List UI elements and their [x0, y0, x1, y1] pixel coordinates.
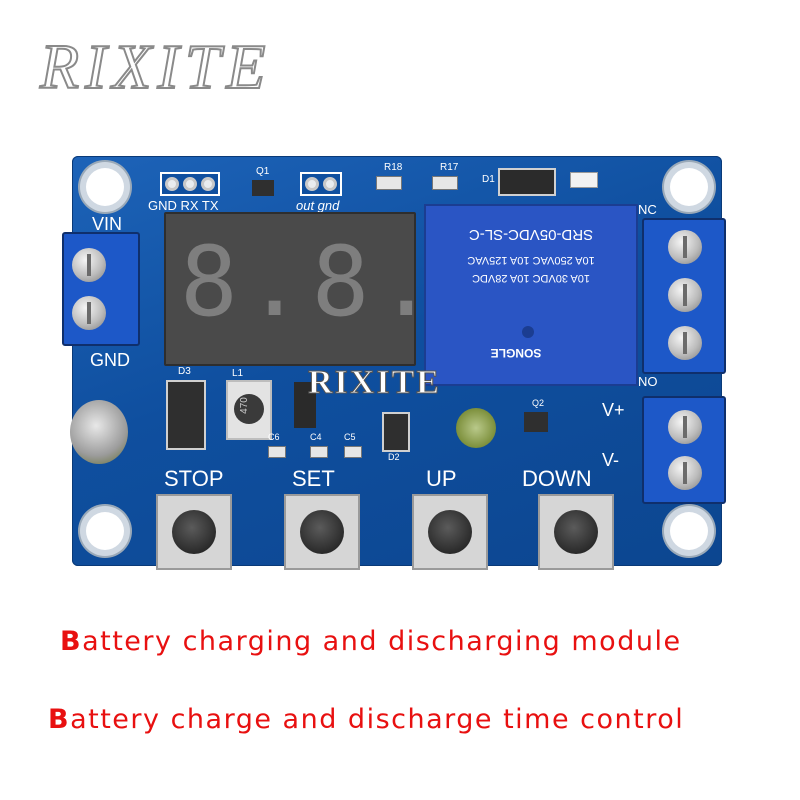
r18-label: R18	[384, 162, 403, 173]
terminal-screw	[668, 278, 702, 312]
mounting-hole	[86, 168, 124, 206]
inductor-value: 470	[238, 397, 250, 414]
uart-header	[160, 172, 220, 196]
buzzer	[456, 408, 496, 448]
caption-line-1-initial: B	[60, 626, 83, 657]
caption-line-2-initial: B	[48, 704, 71, 735]
capacitor-c4	[310, 446, 328, 458]
transistor-q1	[252, 180, 274, 196]
relay-module-board: GND RX TX Q1 out gnd R18 R17 D1 VIN GND …	[62, 156, 726, 570]
vplus-label: V+	[602, 400, 625, 420]
q2-label: Q2	[532, 398, 545, 408]
transistor-q2	[524, 412, 548, 432]
button-label-set: SET	[292, 466, 335, 491]
capacitor-c6	[268, 446, 286, 458]
relay-model: SRD-05VDC-SL-C	[468, 226, 594, 243]
inductor-l1: 470	[226, 380, 272, 440]
relay: SRD-05VDC-SL-C 10A 250VAC 10A 125VAC 10A…	[424, 204, 638, 386]
terminal-screw	[668, 410, 702, 444]
relay-mark	[522, 326, 534, 338]
output-header	[300, 172, 342, 196]
uart-header-label: GND RX TX	[148, 198, 219, 213]
c5-label: C5	[344, 432, 356, 442]
stop-button[interactable]	[156, 494, 232, 570]
diode-d2	[382, 412, 410, 452]
relay-terminal-block	[642, 218, 726, 374]
caption-line-1: Battery charging and discharging module	[60, 626, 682, 657]
mounting-hole	[670, 512, 708, 550]
inductor-core	[234, 394, 264, 424]
ic-chip	[294, 382, 316, 428]
d1-label: D1	[482, 174, 495, 185]
mounting-hole	[86, 512, 124, 550]
diode-d3	[166, 380, 206, 450]
center-watermark: RIXITE	[308, 364, 441, 402]
vin-terminal-block	[62, 232, 140, 346]
caption-line-2-text: attery charge and discharge time control	[70, 704, 685, 735]
c4-label: C4	[310, 432, 322, 442]
button-cap	[428, 510, 472, 554]
terminal-screw	[72, 296, 106, 330]
d2-label: D2	[388, 452, 400, 462]
r17-label: R17	[440, 162, 459, 173]
down-button[interactable]	[538, 494, 614, 570]
output-header-label: out gnd	[296, 198, 340, 213]
relay-rating-2: 10A 30VDC 10A 28VDC	[471, 272, 591, 284]
c6-label: C6	[268, 432, 280, 442]
seven-segment-display: 8.8.8.	[164, 212, 567, 366]
terminal-screw	[668, 230, 702, 264]
button-label-down: DOWN	[522, 466, 592, 491]
button-cap	[300, 510, 344, 554]
q1-label: Q1	[256, 166, 270, 177]
button-cap	[554, 510, 598, 554]
vminus-label: V-	[602, 450, 620, 470]
smd-led	[570, 172, 598, 188]
button-cap	[172, 510, 216, 554]
no-label: NO	[638, 374, 658, 389]
gnd-label: GND	[90, 350, 130, 370]
nc-label: NC	[638, 202, 657, 217]
up-button[interactable]	[412, 494, 488, 570]
resistor-r17	[432, 176, 458, 190]
terminal-screw	[72, 248, 106, 282]
d3-label: D3	[178, 366, 191, 377]
button-label-up: UP	[426, 466, 457, 491]
resistor-r18	[376, 176, 402, 190]
capacitor-c5	[344, 446, 362, 458]
relay-rating-1: 10A 250VAC 10A 125VAC	[467, 254, 595, 266]
terminal-screw	[668, 456, 702, 490]
electrolytic-capacitor	[70, 400, 128, 464]
button-label-stop: STOP	[164, 466, 224, 491]
output-terminal-block	[642, 396, 726, 504]
caption-line-1-text: attery charging and discharging module	[82, 626, 682, 657]
l1-label: L1	[232, 368, 244, 379]
vin-label: VIN	[92, 214, 123, 234]
set-button[interactable]	[284, 494, 360, 570]
brand-watermark: RIXITE	[39, 30, 272, 103]
relay-brand: SONGLE	[490, 346, 542, 360]
caption-line-2: Battery charge and discharge time contro…	[48, 704, 684, 735]
terminal-screw	[668, 326, 702, 360]
mounting-hole	[670, 168, 708, 206]
diode-d1	[498, 168, 556, 196]
